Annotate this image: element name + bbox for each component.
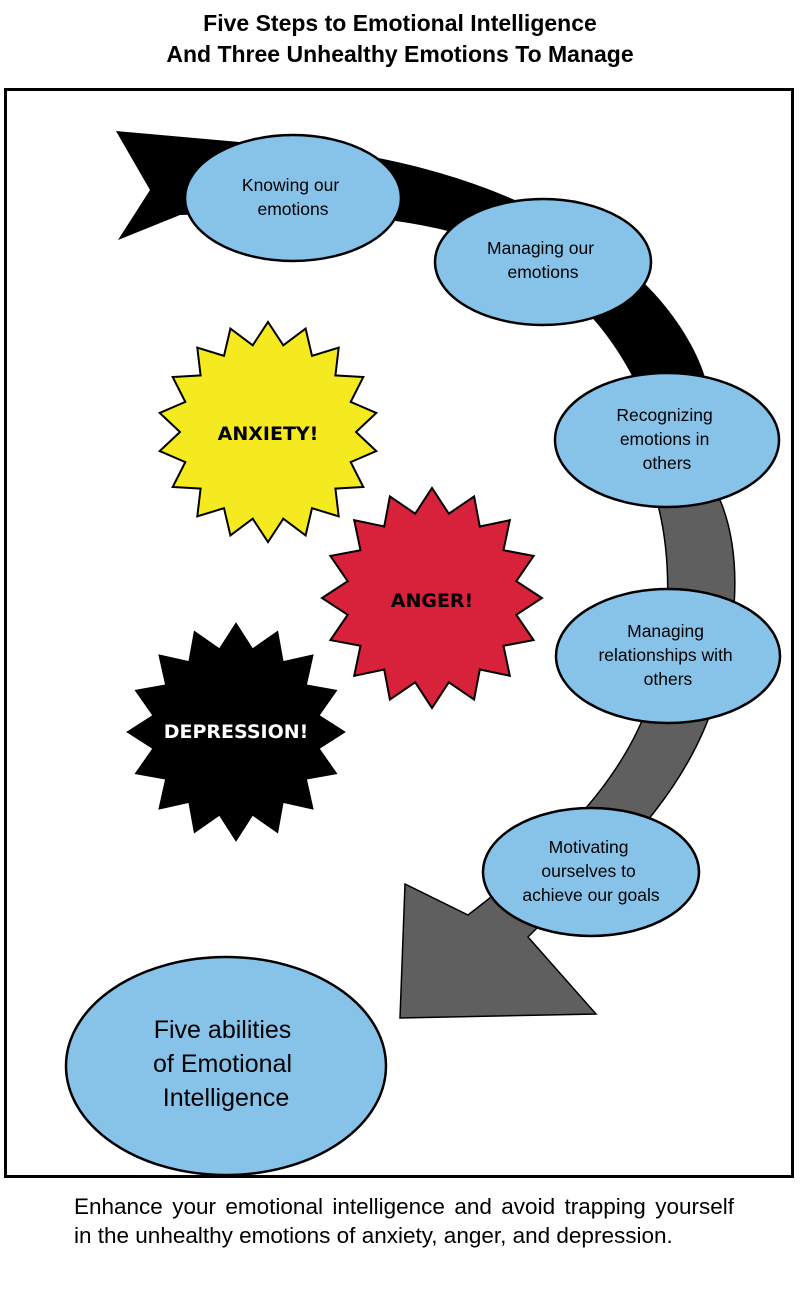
anxiety-burst bbox=[157, 320, 379, 544]
step-4-line-1: Managing bbox=[627, 621, 704, 641]
step-1-line-2: emotions bbox=[257, 199, 328, 219]
step-5-line-3: achieve our goals bbox=[522, 885, 659, 905]
summary-line-2: of Emotional bbox=[153, 1050, 292, 1078]
svg-text:Managing relationships w: Managing relationships with others bbox=[598, 621, 737, 689]
step-recognizing-emotions: Recognizing emotions in others bbox=[553, 371, 781, 509]
caption-text: Enhance your emotional intelligence and … bbox=[74, 1194, 734, 1248]
summary-line-3: Intelligence bbox=[163, 1084, 289, 1112]
svg-text:Managing our emotions: Managing our emotions bbox=[487, 238, 599, 282]
step-2-line-2: emotions bbox=[507, 262, 578, 282]
step-3-line-1: Recognizing bbox=[616, 405, 712, 425]
step-5-line-1: Motivating bbox=[549, 837, 629, 857]
svg-text:Recognizing emotions in: Recognizing emotions in others bbox=[616, 405, 717, 473]
svg-text:Five abilities of Emotio: Five abilities of Emotional Intelligence bbox=[153, 1016, 299, 1112]
summary-ellipse: Five abilities of Emotional Intelligence bbox=[64, 955, 388, 1177]
depression-burst bbox=[126, 622, 346, 842]
anxiety-label: ANXIETY! bbox=[218, 423, 319, 445]
step-2-line-1: Managing our bbox=[487, 238, 594, 258]
svg-text:Motivating ourselves to: Motivating ourselves to achieve our goal… bbox=[522, 837, 659, 905]
step-managing-emotions: Managing our emotions bbox=[433, 197, 653, 327]
step-knowing-emotions: Knowing our emotions bbox=[183, 133, 403, 263]
step-1-line-1: Knowing our bbox=[242, 175, 339, 195]
step-3-line-3: others bbox=[643, 453, 692, 473]
depression-label: DEPRESSION! bbox=[164, 721, 309, 743]
step-3-line-2: emotions in bbox=[620, 429, 710, 449]
svg-text:Knowing our emotions: Knowing our emotions bbox=[242, 175, 344, 219]
anger-label: ANGER! bbox=[391, 590, 473, 612]
title-line-1: Five Steps to Emotional Intelligence bbox=[203, 10, 597, 36]
step-motivating-ourselves: Motivating ourselves to achieve our goal… bbox=[481, 806, 701, 938]
summary-line-1: Five abilities bbox=[154, 1016, 292, 1044]
step-4-line-3: others bbox=[644, 669, 693, 689]
page-title: Five Steps to Emotional Intelligence And… bbox=[0, 8, 800, 70]
title-line-2: And Three Unhealthy Emotions To Manage bbox=[166, 41, 634, 67]
anger-burst bbox=[320, 486, 544, 710]
step-5-line-2: ourselves to bbox=[541, 861, 635, 881]
step-4-line-2: relationships with bbox=[598, 645, 732, 665]
step-managing-relationships: Managing relationships with others bbox=[554, 587, 782, 725]
